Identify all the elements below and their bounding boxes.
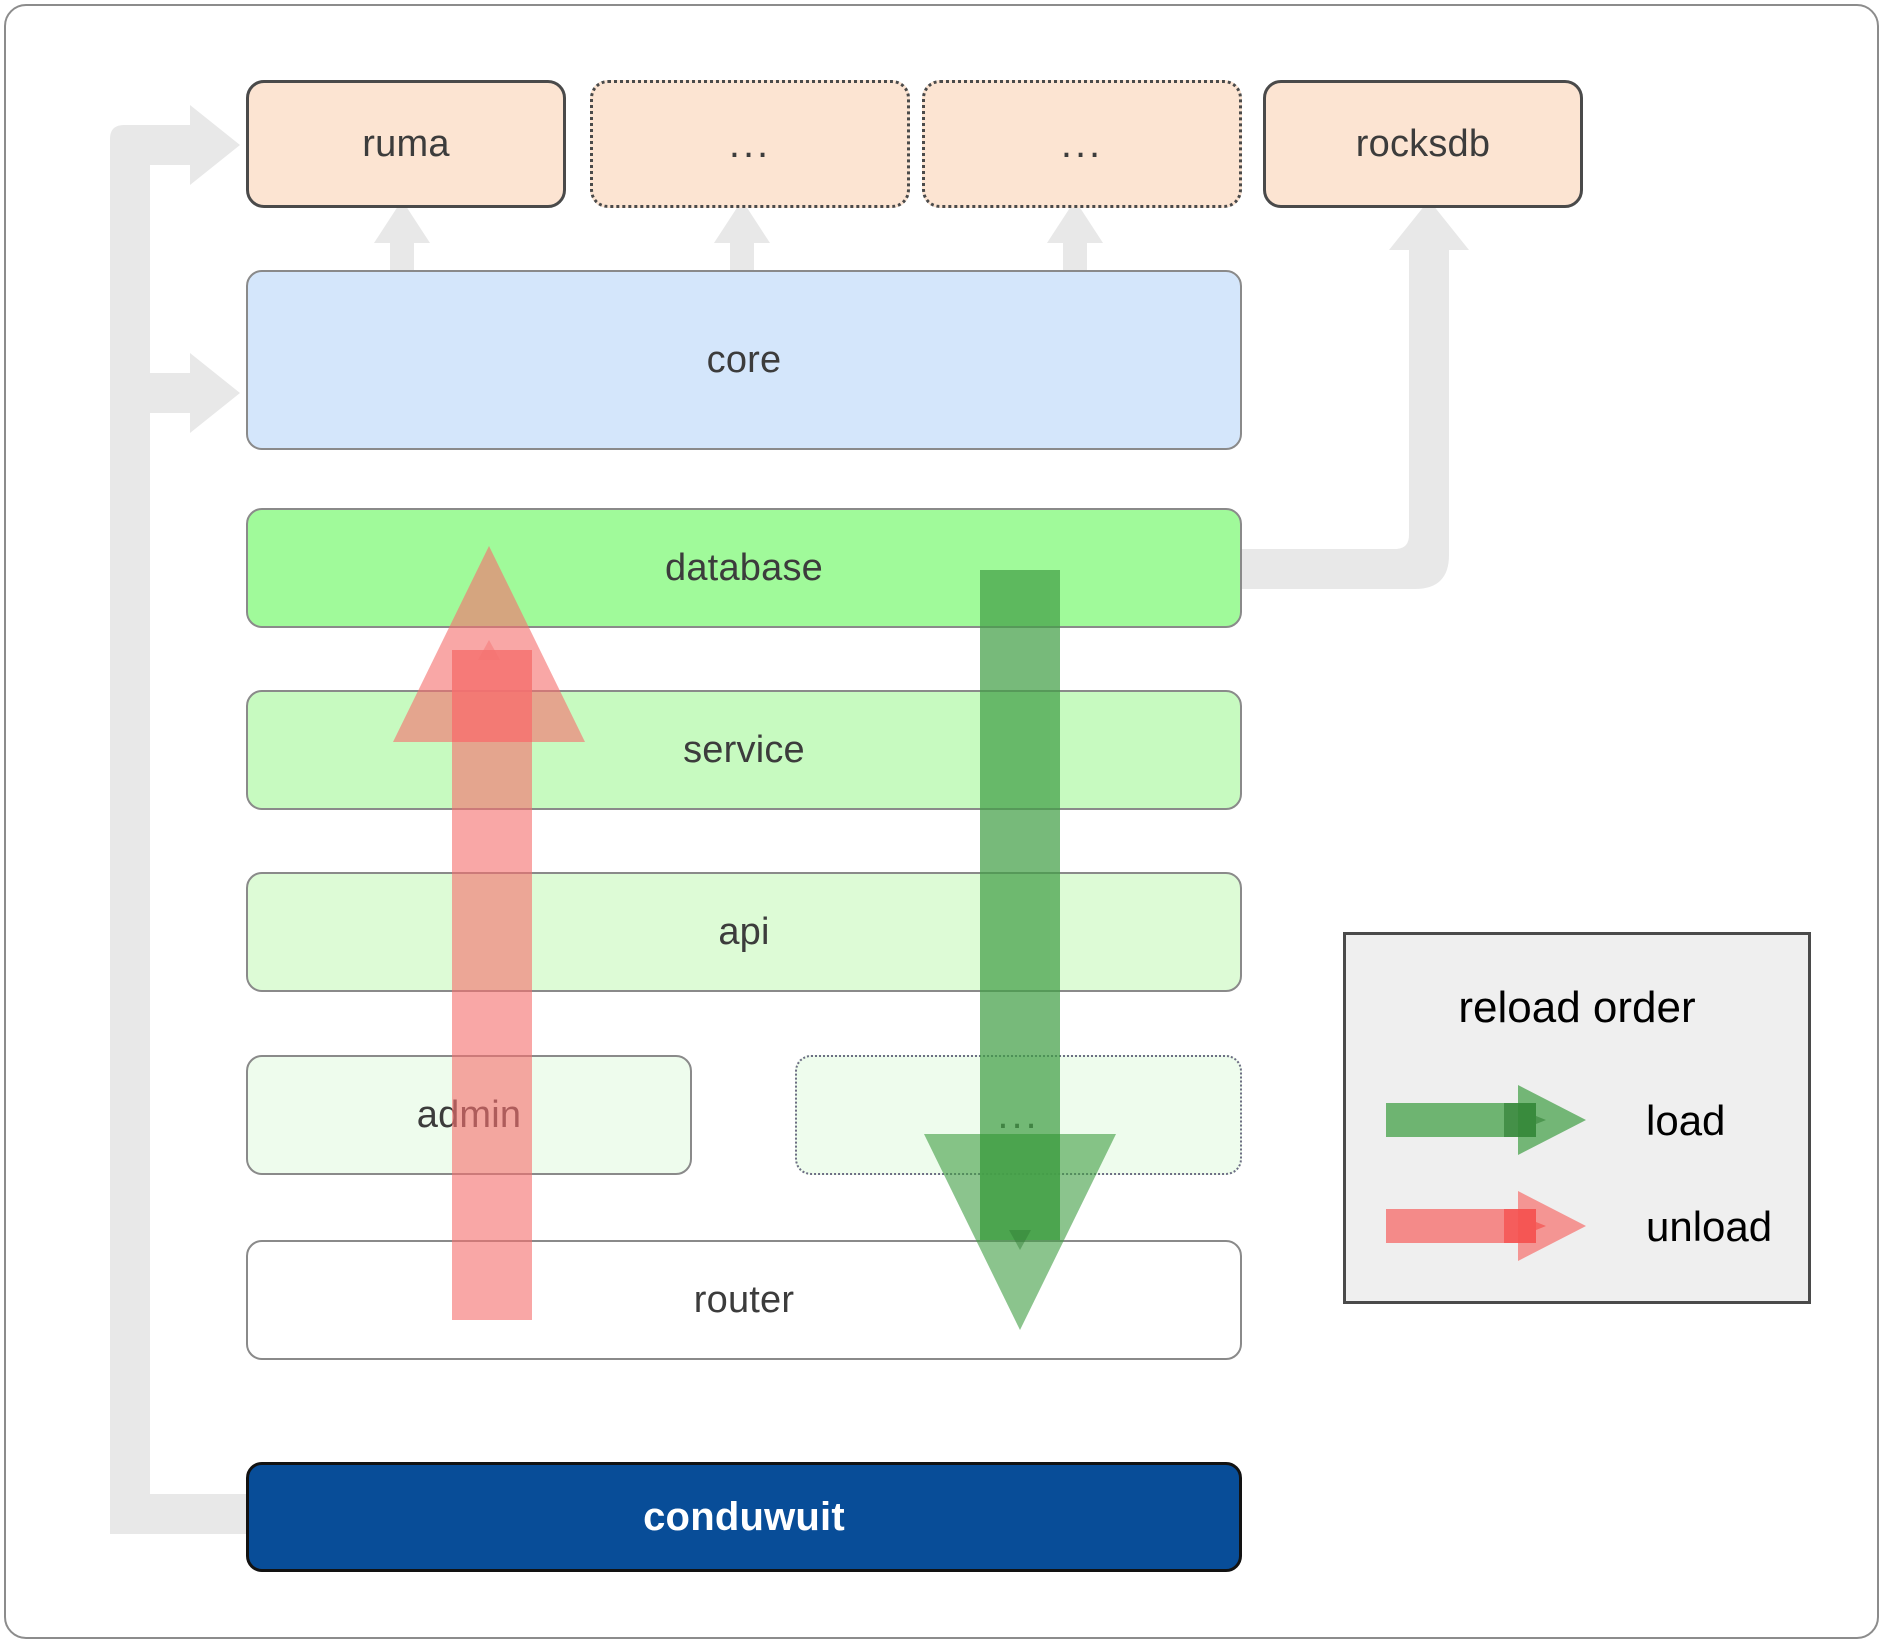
layer-service-label: service [683,728,805,771]
layer-api-label: api [718,910,770,953]
dependency-ruma[interactable]: ruma [246,80,566,208]
legend-unload-arrow-icon [1386,1191,1586,1261]
legend-unload-label: unload [1646,1203,1773,1250]
legend-panel: reload order load unload [1343,932,1811,1304]
layer-router-label: router [693,1278,795,1321]
layer-admin[interactable]: admin [246,1055,692,1175]
layer-database[interactable]: database [246,508,1242,628]
layer-ellipsis[interactable]: ... [795,1055,1242,1175]
legend-load-label: load [1646,1097,1726,1144]
layer-ellipsis-label: ... [997,1093,1040,1137]
layer-admin-label: admin [416,1093,522,1136]
layer-core-label: core [706,338,782,381]
layer-core[interactable]: core [246,270,1242,450]
dependency-rocksdb[interactable]: rocksdb [1263,80,1583,208]
legend-title: reload order [1458,983,1696,1032]
layer-service[interactable]: service [246,690,1242,810]
layer-router[interactable]: router [246,1240,1242,1360]
diagram-outer-frame [4,4,1879,1639]
dependency-ellipsis-2-label: ... [1060,122,1104,166]
layer-database-label: database [665,546,823,589]
dependency-ellipsis-1-label: ... [728,122,772,166]
dependency-ellipsis-1[interactable]: ... [590,80,910,208]
layer-api[interactable]: api [246,872,1242,992]
legend-load-arrow-icon [1386,1085,1586,1155]
node-conduwuit[interactable]: conduwuit [246,1462,1242,1572]
dependency-ellipsis-2[interactable]: ... [922,80,1242,208]
dependency-ruma-label: ruma [362,122,450,165]
node-conduwuit-label: conduwuit [643,1494,845,1539]
dependency-rocksdb-label: rocksdb [1355,122,1491,165]
